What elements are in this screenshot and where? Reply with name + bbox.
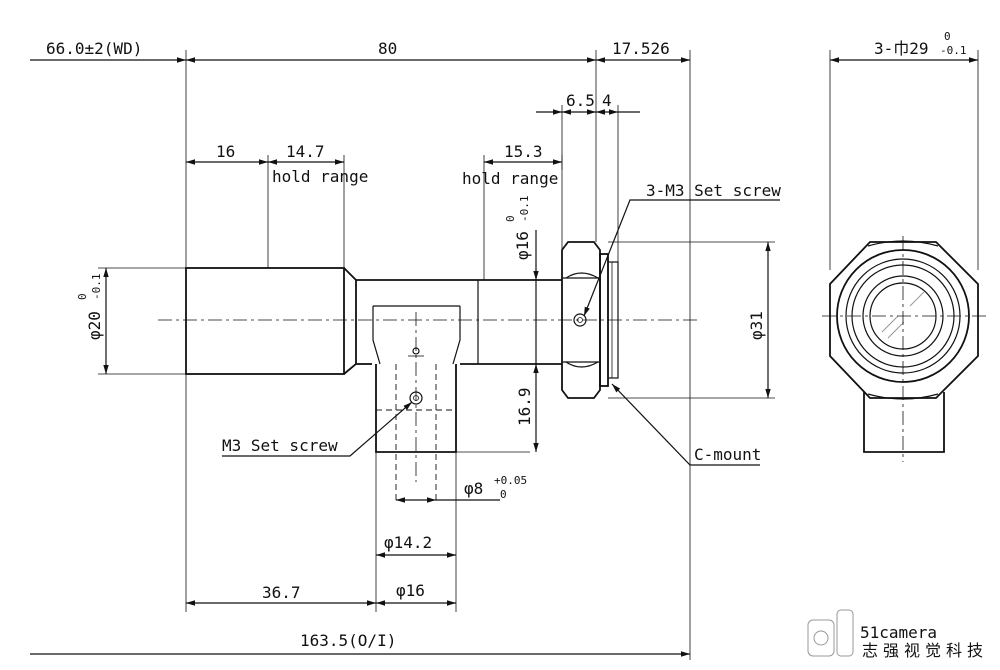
label-phi8-tol-top: +0.05: [494, 474, 527, 487]
label-overall: 163.5(O/I): [300, 631, 396, 650]
label-hold-range-2: hold range: [462, 169, 558, 188]
label-side-width-tol-bot: -0.1: [940, 44, 967, 57]
callout-leaders: [222, 199, 780, 466]
prism-right-edge: [452, 306, 461, 365]
glass-reflection-2: [887, 321, 905, 339]
label-side-width-tol-top: 0: [944, 30, 951, 43]
watermark-logo-dot: [813, 630, 829, 646]
label-side-width: 3-巾29: [874, 39, 929, 58]
label-16-9: 16.9: [515, 387, 534, 426]
c-mount-thread: [607, 261, 619, 379]
label-phi16: φ16: [513, 231, 532, 260]
label-phi14-2: φ14.2: [384, 533, 432, 552]
label-6-5: 6.5: [566, 91, 595, 110]
m3-set-screw-nut: [573, 313, 587, 327]
label-17526: 17.526: [612, 39, 670, 58]
extension-lines: [98, 50, 775, 660]
callout-m3-set-screw: M3 Set screw: [222, 436, 338, 455]
label-36-7: 36.7: [262, 583, 301, 602]
watermark-logo-icon: [807, 619, 835, 657]
side-port-outline: [863, 392, 945, 453]
label-phi20-tol-top: 0: [76, 293, 89, 300]
side-port: [375, 364, 457, 453]
m3-set-screw-port-core: [413, 395, 419, 401]
glass-reflection-1: [881, 315, 899, 333]
callout-labels: 3-M3 Set screw M3 Set screw C-mount: [222, 181, 781, 464]
hex-nut-face-2: [565, 361, 599, 368]
label-14-7: 14.7: [286, 142, 325, 161]
label-phi16-port: φ16: [396, 581, 425, 600]
label-wd: 66.0±2(WD): [46, 39, 142, 58]
label-phi8-tol-bot: 0: [500, 488, 507, 501]
port-pin: [412, 347, 420, 355]
lens-front-view: [158, 241, 700, 500]
label-phi20: φ20: [85, 311, 104, 340]
leader-c-mount: [611, 383, 760, 466]
watermark: 51camera 志强视觉科技: [807, 609, 988, 660]
label-phi20-tol-bot: -0.1: [90, 274, 103, 301]
label-16: 16: [216, 142, 235, 161]
label-phi16-tol-top: 0: [504, 215, 517, 222]
m3-set-screw-nut-core: [577, 317, 583, 323]
watermark-brand: 51camera: [860, 623, 937, 642]
label-4: 4: [602, 91, 612, 110]
lens-side-view: [822, 50, 986, 462]
label-phi16-tol-bot: -0.1: [518, 196, 531, 223]
prism-left-edge: [372, 306, 381, 365]
callout-3m3-set-screw: 3-M3 Set screw: [646, 181, 781, 200]
leader-m3: [222, 401, 413, 457]
label-phi31: φ31: [747, 311, 766, 340]
label-15-3: 15.3: [504, 142, 543, 161]
barrel-taper: [343, 267, 357, 375]
dimension-lines: [30, 57, 771, 657]
dimension-labels: 66.0±2(WD) 80 17.526 6.5 4 16 14.7 hold …: [46, 30, 967, 650]
watermark-logo-bar: [836, 609, 854, 657]
label-phi8: φ8: [464, 479, 483, 498]
label-80: 80: [378, 39, 397, 58]
rear-barrel: [185, 267, 345, 375]
hex-nut-face-1: [565, 272, 599, 279]
hex-nut: [561, 241, 601, 399]
label-hold-range-1: hold range: [272, 167, 368, 186]
m3-set-screw-port: [409, 391, 423, 405]
side-hex-outline: [829, 241, 979, 399]
watermark-subtitle: 志强视觉科技: [862, 641, 988, 660]
callout-c-mount: C-mount: [694, 445, 761, 464]
leader-3m3: [583, 199, 780, 317]
glass-reflection-3: [909, 291, 925, 307]
